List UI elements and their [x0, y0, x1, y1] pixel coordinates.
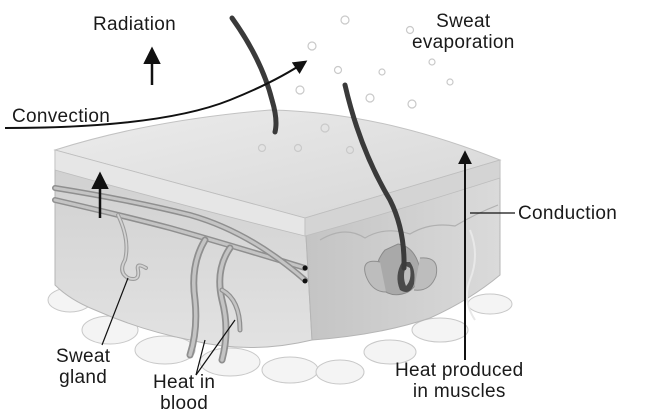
vessel-end-dot	[303, 279, 308, 284]
label-sweat-gland: Sweat gland	[56, 346, 110, 388]
label-heat-produced-in-muscles: Heat produced in muscles	[395, 360, 524, 402]
label-sweat-evaporation: Sweat evaporation	[412, 11, 515, 53]
label-conduction: Conduction	[518, 203, 617, 224]
label-heat-in-blood: Heat in blood	[153, 372, 215, 414]
label-convection: Convection	[12, 106, 110, 127]
label-radiation: Radiation	[93, 14, 176, 35]
vessel-end-dot	[303, 266, 308, 271]
